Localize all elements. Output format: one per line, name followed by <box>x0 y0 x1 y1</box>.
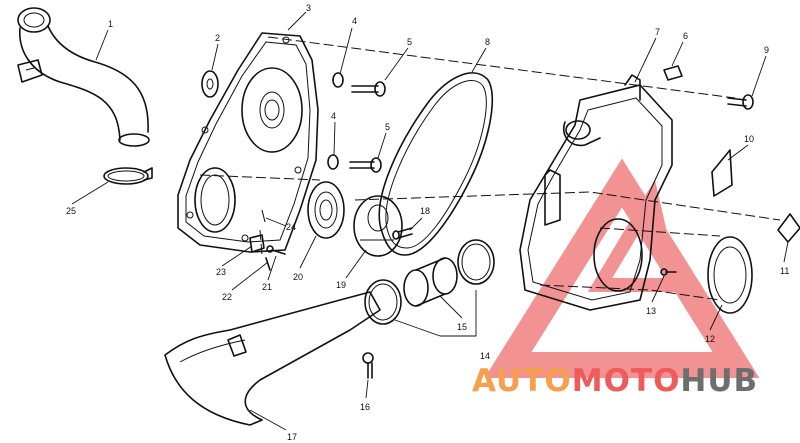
callout-9: 9 <box>764 45 769 55</box>
callout-2: 2 <box>215 33 220 43</box>
leader-lines <box>71 11 789 431</box>
washer-4-lower <box>327 154 339 170</box>
callout-labels: 1 2 3 4 5 4 5 6 7 8 9 10 11 12 13 14 15 … <box>66 3 789 442</box>
callout-1: 1 <box>108 19 113 29</box>
intake-duct-upper <box>17 7 150 147</box>
callout-25: 25 <box>66 206 76 216</box>
callout-5-upper: 5 <box>407 37 412 47</box>
bracket-23 <box>249 234 265 253</box>
screw-22 <box>265 257 271 271</box>
washer-2 <box>201 70 219 98</box>
callout-3: 3 <box>306 3 311 13</box>
callout-24: 24 <box>286 222 296 232</box>
callout-21: 21 <box>262 282 272 292</box>
watermark-logo <box>484 158 760 378</box>
coupler-15 <box>403 257 458 307</box>
washer-4-upper <box>332 72 344 88</box>
screw-21 <box>266 245 286 255</box>
hose-clamp-25 <box>103 167 153 185</box>
screw-18 <box>392 227 413 240</box>
callout-8: 8 <box>485 37 490 47</box>
callout-11: 11 <box>780 266 789 276</box>
svg-text:AUTOMOTOHUB: AUTOMOTOHUB <box>472 363 758 399</box>
watermark-moto: MOTO <box>572 363 681 399</box>
pin-24 <box>261 209 266 223</box>
screw-16 <box>362 352 374 379</box>
watermark-auto: AUTO <box>472 363 572 399</box>
callout-10: 10 <box>744 134 754 144</box>
callout-7: 7 <box>655 27 660 37</box>
callout-14: 14 <box>480 351 490 361</box>
decal-10 <box>711 149 733 197</box>
callout-4-lower: 4 <box>331 111 336 121</box>
seal-20 <box>307 181 345 239</box>
reflector-11 <box>777 213 800 243</box>
callout-5-lower: 5 <box>385 122 390 132</box>
screw-13 <box>660 268 677 276</box>
callout-6: 6 <box>683 31 688 41</box>
inspection-cover-12 <box>707 236 753 314</box>
callout-16: 16 <box>360 402 370 412</box>
callout-18: 18 <box>420 206 430 216</box>
callout-12: 12 <box>705 334 715 344</box>
callout-15: 15 <box>457 322 467 332</box>
inner-cover-3 <box>177 32 319 253</box>
bolt-9 <box>727 94 754 110</box>
callout-17: 17 <box>287 432 297 442</box>
outer-cover-7 <box>519 74 673 311</box>
bolt-5-lower <box>349 157 382 173</box>
clamp-14-right <box>457 239 495 285</box>
bolt-5-upper <box>351 81 386 97</box>
callout-22: 22 <box>222 292 232 302</box>
watermark-wordmark: AUTOMOTOHUB <box>472 363 758 399</box>
watermark-hub: HUB <box>680 363 758 399</box>
callout-19: 19 <box>336 280 346 290</box>
callout-13: 13 <box>646 306 656 316</box>
callout-4-upper: 4 <box>352 16 357 26</box>
drive-belt-8 <box>378 72 494 256</box>
clamp-14-left <box>364 279 402 325</box>
callout-20: 20 <box>293 272 303 282</box>
intake-duct-lower <box>164 291 381 426</box>
watermark-triangle-outer <box>484 158 760 378</box>
bearing-plate-19 <box>353 195 403 257</box>
callout-23: 23 <box>216 267 226 277</box>
insert-6 <box>663 65 683 81</box>
watermark-triangle-inner <box>587 179 681 292</box>
